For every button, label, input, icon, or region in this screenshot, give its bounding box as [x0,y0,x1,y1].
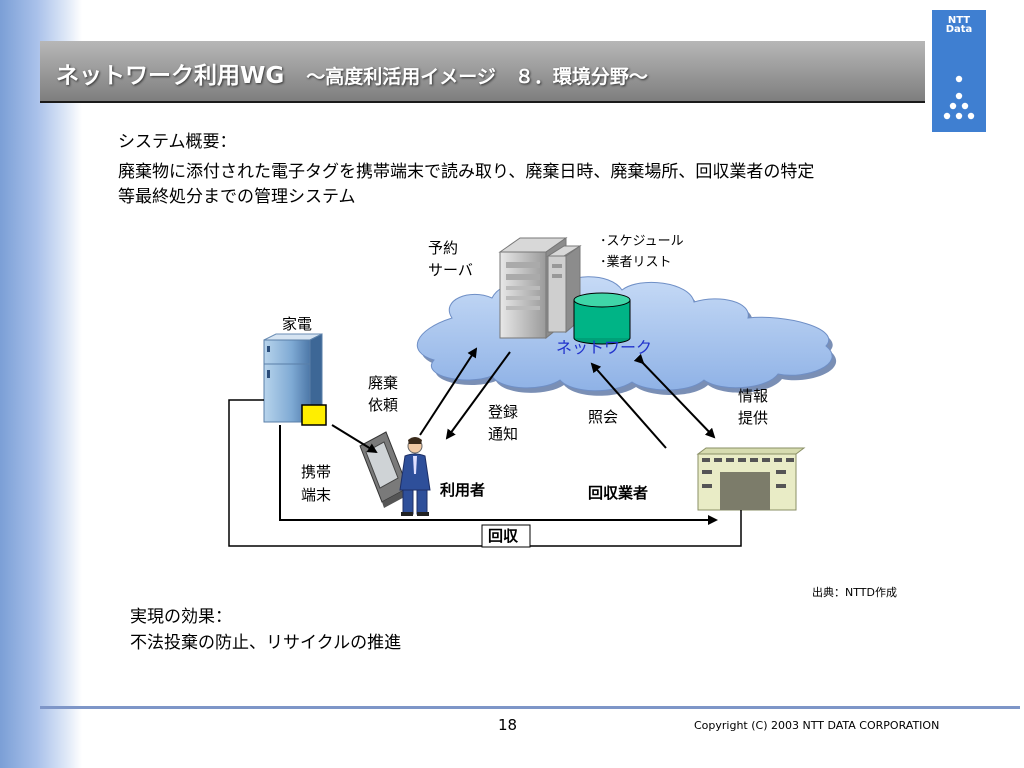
ntt-data-logo: NTT Data [932,10,986,132]
appliance-label: 家電 [282,315,313,333]
handheld-label-2: 端末 [301,486,332,504]
page-number: 18 [498,716,518,734]
user-person-icon [399,437,431,516]
database-icon [573,292,631,345]
logo-lettering: NTT Data [945,15,973,35]
appliance-fridge-icon [263,333,323,423]
disposal-request-label-2: 依頼 [368,396,399,414]
effect-line-1: 不法投棄の防止、リサイクルの推進 [130,633,402,653]
arrow-info-provision-back [633,353,645,365]
overview-line-2: 等最終処分までの管理システム [118,187,356,207]
collection-label: 回収 [488,527,519,545]
rfid-tag-icon [301,404,327,426]
left-decor-band [0,0,82,768]
registration-label-2: 通知 [488,425,519,443]
arrow-collection-flow [279,425,718,525]
title-underline [40,101,925,103]
copyright-text: Copyright (C) 2003 NTT DATA CORPORATION [694,719,940,732]
db-note-schedule: ･スケジュール [600,234,684,249]
server-label-2: サーバ [428,261,473,279]
db-note-vendor-list: ･業者リスト [600,255,672,270]
disposal-request-label-1: 廃棄 [368,374,399,392]
arrow-disposal-request [419,347,478,436]
logo-dots-icon [943,75,975,120]
arrow-info-provision [639,359,716,439]
arrow-inquiry [590,362,667,449]
collector-building-icon [696,447,806,511]
arrow-registration-notice [445,351,511,440]
collection-label-box [481,524,531,548]
source-note: 出典：NTTD作成 [812,586,897,599]
collector-label: 回収業者 [588,484,649,502]
collection-loop-line [228,399,742,547]
handheld-label-1: 携帯 [301,463,332,481]
overview-heading: システム概要： [118,132,237,152]
title-main: ネットワーク利用WG [56,63,285,89]
inquiry-label: 照会 [588,408,619,426]
server-label-1: 予約 [428,239,459,257]
registration-label-1: 登録 [488,403,519,421]
network-label: ネットワーク [556,338,653,357]
info-label-2: 提供 [738,409,769,427]
arrow-tag-to-terminal [331,424,378,454]
effect-heading: 実現の効果： [130,607,232,627]
page-title: ネットワーク利用WG ～高度利活用イメージ ８．環境分野～ [56,56,648,90]
user-label: 利用者 [440,481,486,499]
title-bar [40,41,925,101]
overview-line-1: 廃棄物に添付された電子タグを携帯端末で読み取り、廃棄日時、廃棄場所、回収業者の特… [118,162,815,182]
title-subtitle: ～高度利活用イメージ ８．環境分野～ [306,66,648,88]
reservation-server-icon [498,237,582,340]
footer-divider [40,706,1020,709]
info-label-1: 情報 [738,387,769,405]
